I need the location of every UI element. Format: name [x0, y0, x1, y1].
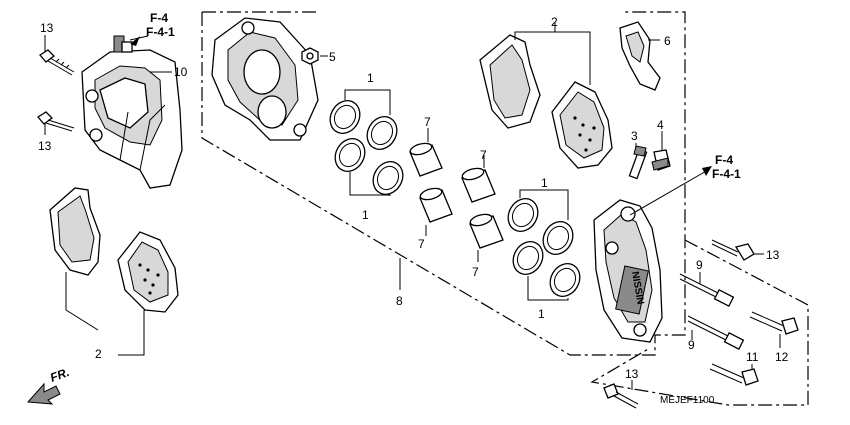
label-4: 4	[657, 118, 664, 132]
pad-spring-6	[619, 21, 661, 91]
assembly-outline-bolts	[590, 239, 809, 406]
bolt-12	[749, 311, 799, 335]
right-brake-pads	[479, 34, 613, 169]
label-13-right: 13	[766, 248, 780, 262]
label-6: 6	[664, 34, 671, 48]
label-1-mid: 1	[362, 208, 369, 222]
label-13-left-top: 13	[40, 21, 54, 35]
bolt-13-left-bottom	[37, 111, 75, 132]
left-caliper-body	[81, 35, 183, 189]
label-10: 10	[174, 65, 188, 79]
bleeder-cap-4	[651, 149, 671, 171]
label-1-right-bottom: 1	[538, 307, 545, 321]
ref-f4-right: F-4	[715, 153, 733, 167]
label-13-left-bottom: 13	[38, 139, 52, 153]
label-7-c: 7	[418, 237, 425, 251]
left-brake-pads	[49, 187, 179, 313]
label-12: 12	[775, 350, 789, 364]
ref-f4-left: F-4	[150, 11, 168, 25]
bolt-13-bottom	[603, 383, 639, 409]
seal-rings-lower-right	[507, 198, 581, 297]
label-11: 11	[746, 350, 759, 364]
seal-rings-upper-left	[329, 100, 404, 195]
pin-9-lower	[687, 315, 745, 350]
ref-f41-right: F-4-1	[712, 167, 741, 181]
label-5: 5	[329, 50, 336, 64]
center-caliper-half	[211, 17, 319, 141]
label-7-a: 7	[424, 115, 431, 129]
label-8: 8	[396, 294, 403, 308]
label-9-lower: 9	[688, 338, 695, 352]
washer-5	[301, 47, 319, 65]
reference-arrow-right	[629, 169, 709, 216]
pistons-left	[409, 142, 504, 249]
label-7-d: 7	[472, 265, 479, 279]
diagram-code: MEJEF1100	[660, 395, 715, 406]
label-1-top: 1	[367, 71, 374, 85]
label-1-right-top: 1	[541, 176, 548, 190]
right-caliper-body	[593, 199, 663, 343]
label-13-bottom: 13	[625, 367, 639, 381]
label-2-top: 2	[551, 15, 558, 29]
front-direction-label: FR.	[48, 365, 71, 385]
label-3: 3	[631, 129, 638, 143]
bleeder-valve-3	[628, 145, 648, 180]
bolt-13-left-top	[39, 49, 75, 76]
pin-9-upper	[679, 273, 735, 307]
label-7-b: 7	[480, 148, 487, 162]
assembly-outline-caliper	[201, 11, 686, 356]
label-9-upper: 9	[696, 258, 703, 272]
label-2-left: 2	[95, 347, 102, 361]
front-direction-arrow	[26, 382, 61, 405]
ref-f41-left: F-4-1	[146, 25, 175, 39]
bolt-11	[709, 363, 759, 386]
